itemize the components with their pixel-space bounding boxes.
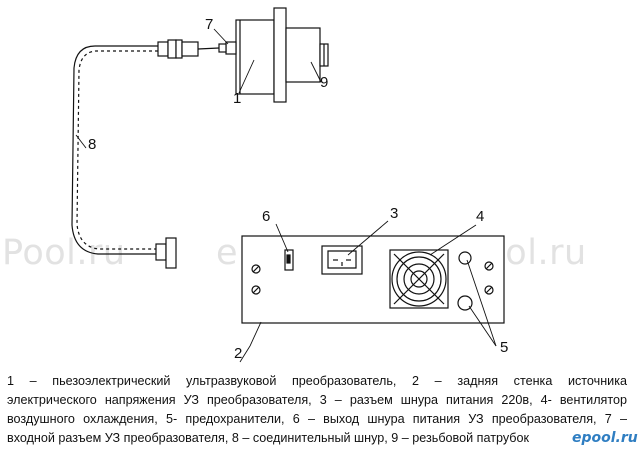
caption-line: 1 – пьезоэлектрический ультразвуковой пр… — [7, 374, 627, 388]
callout-5: 5 — [500, 339, 508, 356]
callout-3: 3 — [390, 205, 398, 222]
transducer — [218, 7, 329, 103]
site-logo: epool.ru — [572, 430, 638, 446]
callout-7: 7 — [205, 16, 213, 33]
leader-lines — [75, 28, 497, 363]
device-diagram: 1 2 3 4 5 6 7 8 9 — [71, 7, 508, 363]
watermark-text: Pool.ru — [2, 233, 126, 273]
callout-2: 2 — [234, 345, 242, 362]
callout-4: 4 — [476, 208, 484, 225]
back-panel — [241, 235, 505, 324]
cable-connector — [157, 39, 220, 59]
callout-8: 8 — [88, 136, 96, 153]
caption-line: электрического напряжения УЗ преобразова… — [7, 393, 627, 407]
callout-6: 6 — [262, 208, 270, 225]
callout-1: 1 — [233, 90, 241, 107]
caption-line: воздушного охлаждения, 5- предохранители… — [7, 412, 627, 426]
caption-line: входной разъем УЗ преобразователя, 8 – с… — [7, 431, 529, 445]
callout-9: 9 — [320, 74, 328, 91]
connecting-cable — [71, 45, 177, 269]
callout-labels: 1 2 3 4 5 6 7 8 9 — [88, 16, 508, 362]
